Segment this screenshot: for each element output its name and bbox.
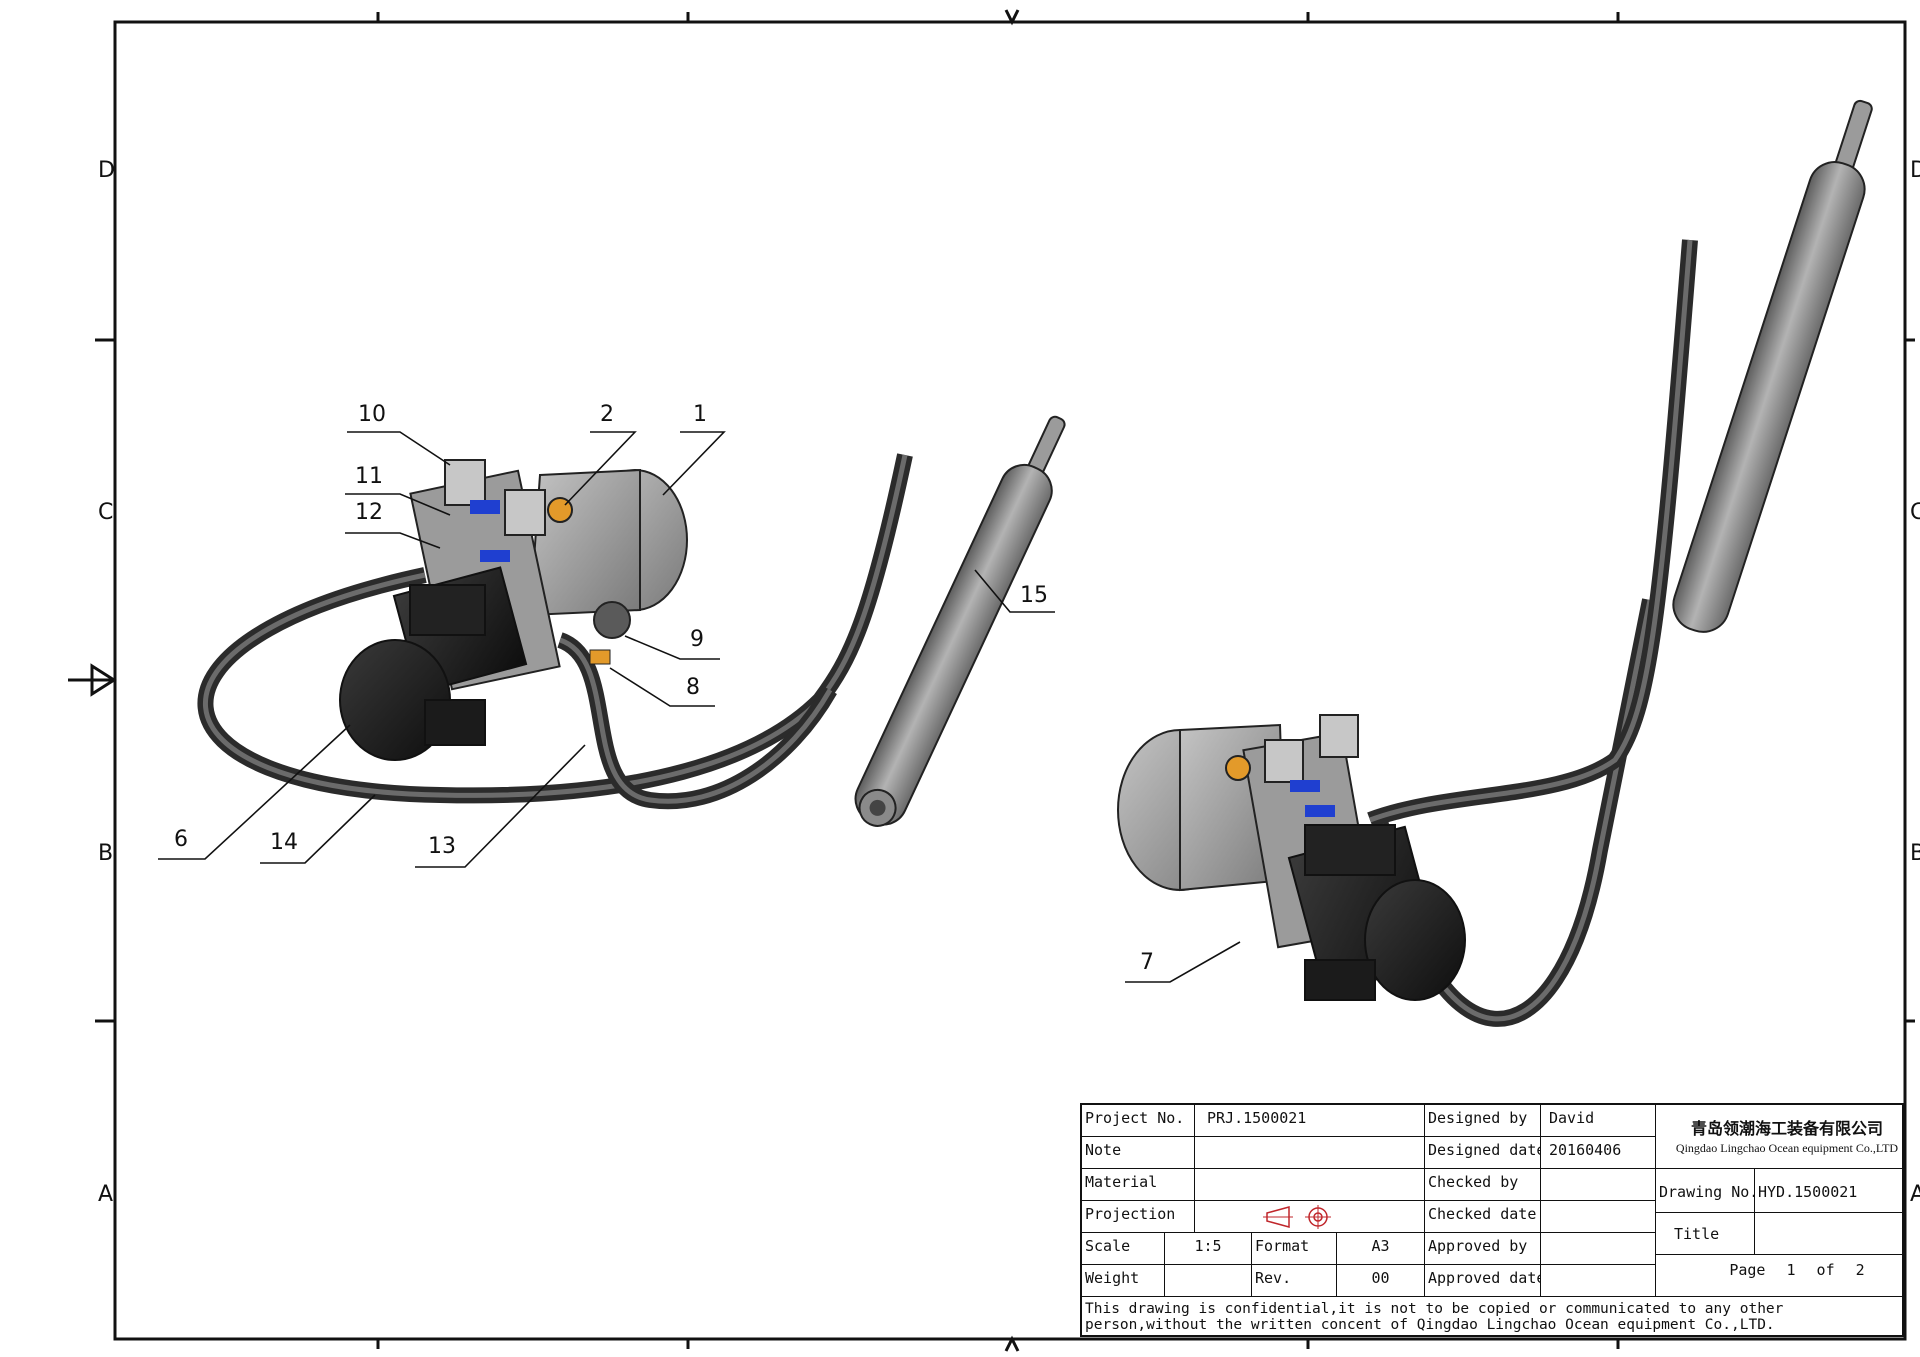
approved-by-label: Approved by — [1425, 1233, 1541, 1265]
left-assembly — [197, 415, 1066, 827]
material-value — [1195, 1169, 1425, 1201]
projection-label: Projection — [1082, 1201, 1195, 1233]
motor-6 — [339, 566, 528, 761]
title-block: Project No. PRJ.1500021 Note Material Pr… — [1080, 1103, 1904, 1337]
rev-label: Rev. — [1252, 1265, 1337, 1297]
callout-11: 11 — [355, 464, 383, 489]
cylinder-15 — [854, 415, 1066, 827]
rev-value: 00 — [1337, 1265, 1425, 1297]
company-name-cn: 青岛领潮海工装备有限公司 — [1690, 1119, 1883, 1138]
format-value: A3 — [1337, 1233, 1425, 1265]
callout-2: 2 — [600, 402, 614, 427]
third-angle-projection-icon — [1263, 1205, 1331, 1229]
zone-label-c: C — [98, 500, 114, 525]
zone-label-c-right: C — [1910, 500, 1920, 525]
callout-14: 14 — [270, 830, 298, 855]
zone-label-d: D — [98, 158, 115, 183]
designed-by-label: Designed by — [1425, 1105, 1541, 1137]
callout-13: 13 — [428, 834, 456, 859]
checked-by-value — [1541, 1169, 1656, 1201]
zone-ticks-side — [95, 338, 1915, 1023]
project-no-label: Project No. — [1082, 1105, 1195, 1137]
motor-right — [1287, 824, 1466, 1001]
zone-label-b: B — [98, 841, 114, 866]
callout-7: 7 — [1140, 950, 1154, 975]
company-name-en: Qingdao Lingchao Ocean equipment Co.,LTD — [1675, 1141, 1899, 1155]
format-label: Format — [1252, 1233, 1337, 1265]
callout-6: 6 — [174, 827, 188, 852]
cylinder-right — [1672, 99, 1873, 633]
page-label: Page — [1729, 1261, 1766, 1279]
scale-label: Scale — [1082, 1233, 1165, 1265]
callout-1: 1 — [693, 402, 707, 427]
approved-date-label: Approved date — [1425, 1265, 1541, 1297]
note-value — [1195, 1137, 1425, 1169]
checked-by-label: Checked by — [1425, 1169, 1541, 1201]
page-total: 2 — [1855, 1261, 1865, 1279]
callout-10: 10 — [358, 402, 386, 427]
callout-8: 8 — [686, 675, 700, 700]
zone-label-b-right: B — [1910, 841, 1920, 866]
approved-by-value — [1541, 1233, 1656, 1265]
approved-date-value — [1541, 1265, 1656, 1297]
page-indicator: Page 1 of 2 — [1692, 1261, 1902, 1279]
drawing-no-label: Drawing No. — [1656, 1169, 1755, 1213]
leader-lines — [158, 431, 1241, 983]
callout-15: 15 — [1020, 583, 1048, 608]
weight-label: Weight — [1082, 1265, 1165, 1297]
title-label: Title — [1656, 1213, 1755, 1255]
page-of: of — [1816, 1261, 1835, 1279]
zone-label-a: A — [98, 1182, 114, 1207]
callout-9: 9 — [690, 627, 704, 652]
material-label: Material — [1082, 1169, 1195, 1201]
title-value — [1755, 1213, 1904, 1255]
zone-label-a-right: A — [1910, 1182, 1920, 1207]
zone-label-d-right: D — [1910, 158, 1920, 183]
checked-date-value — [1541, 1201, 1656, 1233]
callout-12: 12 — [355, 500, 383, 525]
page-current: 1 — [1786, 1261, 1796, 1279]
confidentiality-notice: This drawing is confidential,it is not t… — [1085, 1301, 1784, 1333]
right-assembly — [1117, 99, 1873, 1027]
designed-date-value: 20160406 — [1541, 1137, 1656, 1169]
note-label: Note — [1082, 1137, 1195, 1169]
checked-date-label: Checked date — [1425, 1201, 1541, 1233]
zone-ticks-top — [376, 12, 1620, 1349]
project-no-value: PRJ.1500021 — [1195, 1105, 1425, 1137]
designed-date-label: Designed date — [1425, 1137, 1541, 1169]
company-cell — [1656, 1105, 1904, 1169]
drawing-no-value: HYD.1500021 — [1755, 1169, 1904, 1213]
scale-value: 1:5 — [1165, 1233, 1252, 1265]
page-cell — [1656, 1255, 1904, 1297]
designed-by-value: David — [1541, 1105, 1656, 1137]
center-marks — [68, 9, 1020, 1352]
tank-1 — [528, 468, 688, 617]
projection-symbol — [1195, 1201, 1425, 1233]
weight-value — [1165, 1265, 1252, 1297]
